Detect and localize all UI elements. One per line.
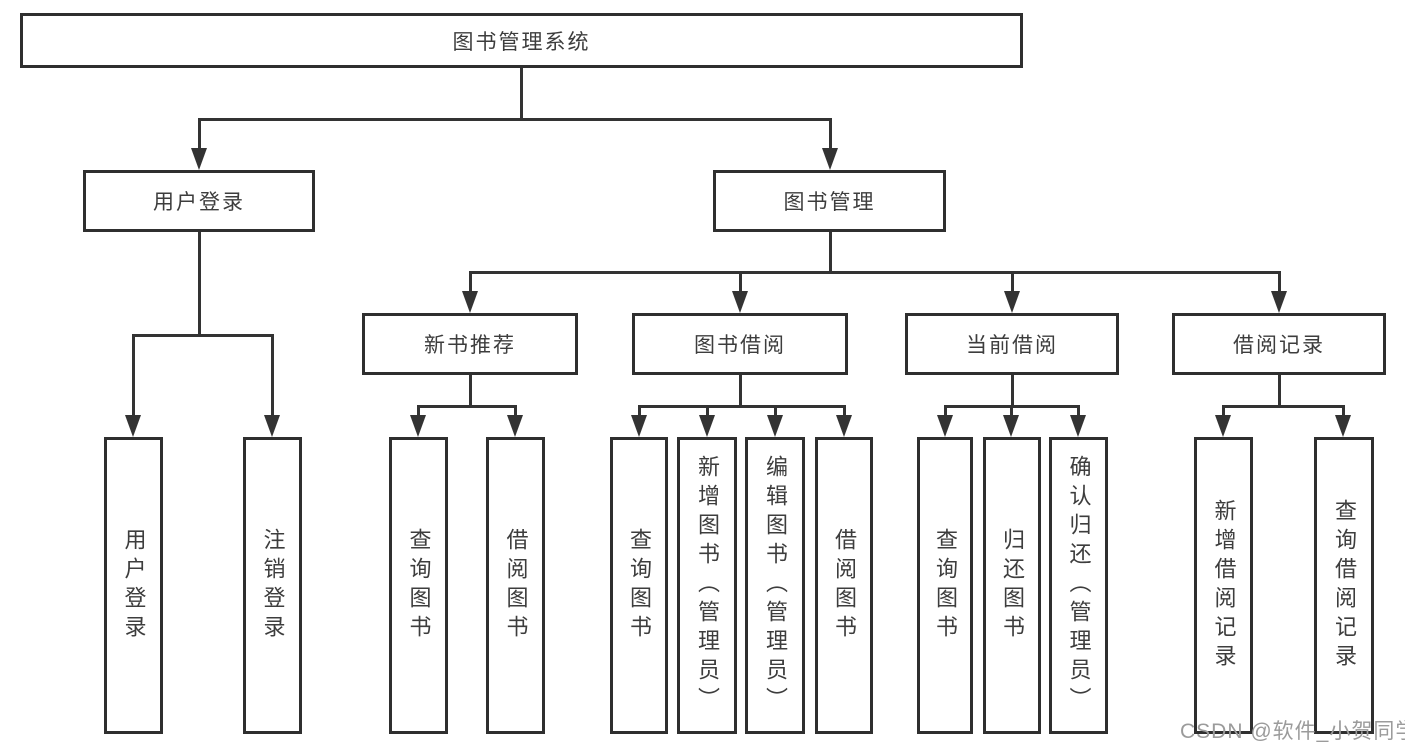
node-user-login: 用户登录 xyxy=(83,170,315,232)
node-borrowing-records: 借阅记录 xyxy=(1172,313,1386,375)
connector-drop xyxy=(1221,406,1225,417)
node-root: 图书管理系统 xyxy=(20,13,1023,68)
arrow-down-icon xyxy=(1004,291,1020,313)
node-new-book-recommend: 新书推荐 xyxy=(362,313,578,375)
connector-stem xyxy=(1010,375,1014,408)
arrow-down-icon xyxy=(125,415,141,437)
connector-drop xyxy=(1341,406,1345,417)
node-edit-books-admin: 编辑图书（管理员） xyxy=(745,437,805,734)
connector-branch xyxy=(416,404,517,408)
node-query-books-borrowing: 查询图书 xyxy=(610,437,668,734)
node-borrow-books-recommend: 借阅图书 xyxy=(486,437,545,734)
arrow-down-icon xyxy=(462,291,478,313)
node-borrow-books-borrowing: 借阅图书 xyxy=(815,437,873,734)
connector-stem xyxy=(468,375,472,408)
node-return-books: 归还图书 xyxy=(983,437,1041,734)
node-label-borrow-books-borrowing: 借阅图书 xyxy=(832,527,857,644)
arrow-down-icon xyxy=(264,415,280,437)
node-user-login-action: 用户登录 xyxy=(104,437,163,734)
node-current-borrowing: 当前借阅 xyxy=(905,313,1119,375)
arrow-down-icon xyxy=(699,415,715,437)
arrow-down-icon xyxy=(1070,415,1086,437)
connector-drop xyxy=(131,335,135,417)
connector-drop xyxy=(637,406,641,417)
connector-drop xyxy=(416,406,420,417)
arrow-down-icon xyxy=(1003,415,1019,437)
connector-drop xyxy=(773,406,777,417)
node-logout-action: 注销登录 xyxy=(243,437,302,734)
connector-drop xyxy=(1076,406,1080,417)
node-label-add-borrow-record: 新增借阅记录 xyxy=(1211,498,1237,673)
arrow-down-icon xyxy=(767,415,783,437)
node-label-query-borrow-record: 查询借阅记录 xyxy=(1332,498,1357,673)
connector-drop xyxy=(513,406,517,417)
connector-drop xyxy=(705,406,709,417)
node-label-edit-books-admin: 编辑图书（管理员） xyxy=(763,455,788,716)
arrow-down-icon xyxy=(1271,291,1287,313)
arrow-down-icon xyxy=(937,415,953,437)
arrow-down-icon xyxy=(822,148,838,170)
node-add-books-admin: 新增图书（管理员） xyxy=(677,437,737,734)
connector-stem xyxy=(828,232,832,274)
arrow-down-icon xyxy=(1335,415,1351,437)
node-label-book-borrowing: 图书借阅 xyxy=(694,334,786,357)
node-label-root: 图书管理系统 xyxy=(452,30,591,54)
node-label-return-books: 归还图书 xyxy=(1000,527,1025,644)
node-label-add-books-admin: 新增图书（管理员） xyxy=(695,455,720,716)
connector-drop xyxy=(197,119,201,150)
node-confirm-return-admin: 确认归还（管理员） xyxy=(1049,437,1108,734)
connector-stem xyxy=(519,68,523,121)
connector-branch xyxy=(131,333,274,337)
connector-drop xyxy=(1009,406,1013,417)
connector-drop xyxy=(943,406,947,417)
node-query-books-recommend: 查询图书 xyxy=(389,437,448,734)
arrow-down-icon xyxy=(732,291,748,313)
connector-drop xyxy=(738,272,742,293)
node-label-user-login: 用户登录 xyxy=(153,191,245,214)
connector-stem xyxy=(738,375,742,408)
connector-branch xyxy=(1221,404,1345,408)
connector-branch xyxy=(197,117,832,121)
node-label-new-book-recommend: 新书推荐 xyxy=(424,334,516,357)
arrow-down-icon xyxy=(1215,415,1231,437)
node-query-books-current: 查询图书 xyxy=(917,437,973,734)
node-label-book-management: 图书管理 xyxy=(783,191,876,214)
node-label-current-borrowing: 当前借阅 xyxy=(966,334,1058,357)
node-label-query-books-recommend: 查询图书 xyxy=(406,527,432,644)
connector-stem xyxy=(197,232,201,337)
connector-branch xyxy=(637,404,846,408)
node-label-borrowing-records: 借阅记录 xyxy=(1233,334,1325,357)
connector-drop xyxy=(468,272,472,293)
connector-drop xyxy=(842,406,846,417)
arrow-down-icon xyxy=(836,415,852,437)
node-book-borrowing: 图书借阅 xyxy=(632,313,848,375)
arrow-down-icon xyxy=(631,415,647,437)
node-book-management: 图书管理 xyxy=(713,170,946,232)
node-label-borrow-books-recommend: 借阅图书 xyxy=(503,527,529,644)
node-label-query-books-borrowing: 查询图书 xyxy=(627,527,652,644)
node-label-query-books-current: 查询图书 xyxy=(933,527,958,644)
csdn-watermark: CSDN @软件_小贺同学 xyxy=(1180,720,1405,743)
node-add-borrow-record: 新增借阅记录 xyxy=(1194,437,1253,734)
connector-stem xyxy=(1277,375,1281,408)
connector-drop xyxy=(270,335,274,417)
connector-drop xyxy=(1010,272,1014,293)
connector-drop xyxy=(1277,272,1281,293)
node-label-logout-action: 注销登录 xyxy=(260,527,286,644)
node-label-user-login-action: 用户登录 xyxy=(121,527,147,644)
arrow-down-icon xyxy=(410,415,426,437)
connector-branch xyxy=(468,270,1281,274)
node-query-borrow-record: 查询借阅记录 xyxy=(1314,437,1374,734)
connector-drop xyxy=(828,119,832,150)
arrow-down-icon xyxy=(507,415,523,437)
node-label-confirm-return-admin: 确认归还（管理员） xyxy=(1066,455,1092,716)
arrow-down-icon xyxy=(191,148,207,170)
